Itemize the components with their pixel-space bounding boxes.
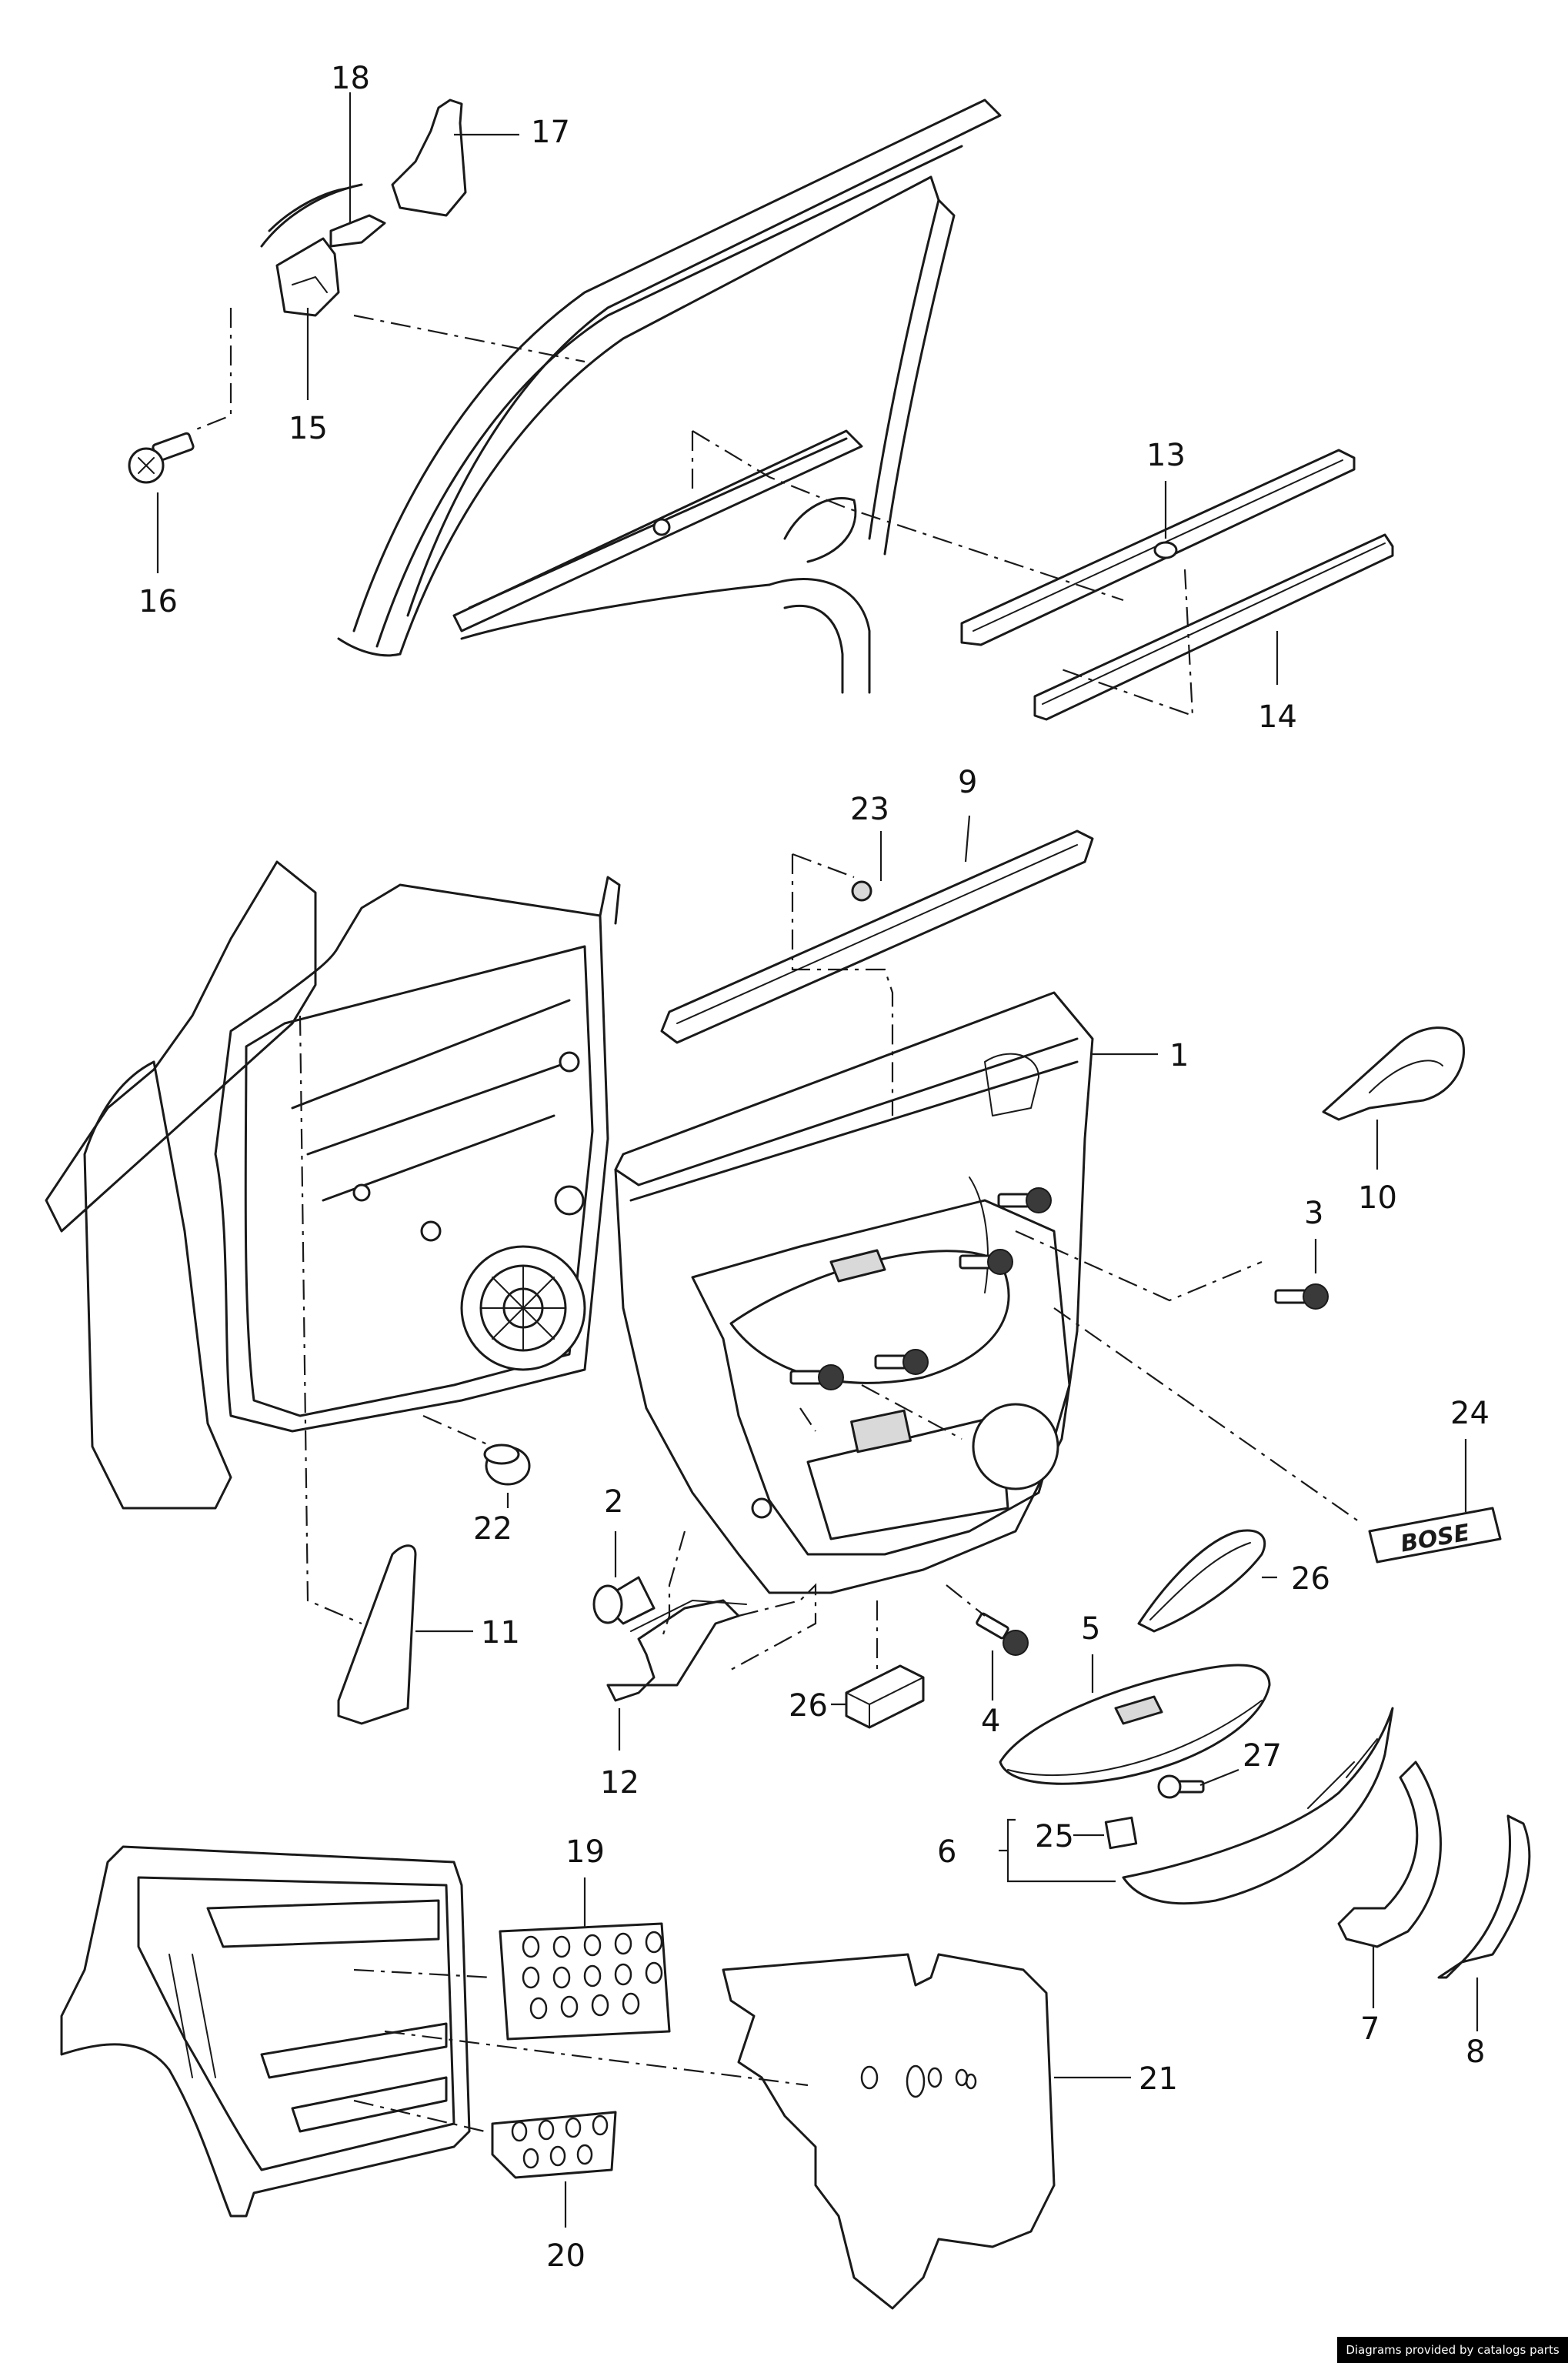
door-inner-structure [45,860,621,1510]
part-4-screw [976,1612,1029,1656]
callout-labels: 1 2 3 4 5 6 7 8 9 10 11 12 13 14 15 16 1… [138,61,1490,2274]
footer-credit: Diagrams provided by catalogs parts [1337,2337,1568,2363]
assembly-lines [192,308,1363,2133]
part-6-armrest-trim [1122,1707,1394,1905]
callout-25: 25 [1035,1819,1074,1854]
callout-11: 11 [481,1615,520,1650]
part-19-sound-pad [499,1922,671,2041]
part-20-sound-pad [491,2111,617,2179]
part-26-armrest-pad [1137,1529,1266,1633]
callout-16: 16 [138,584,178,619]
callout-27: 27 [1243,1738,1282,1774]
part-17-trim-cap [391,98,467,217]
callout-26-upper: 26 [1291,1561,1330,1597]
part-8-cover [1437,1814,1531,1979]
callout-24: 24 [1450,1396,1490,1431]
callout-20: 20 [546,2238,585,2274]
callout-18: 18 [331,61,370,96]
part-26-module [845,1664,925,1729]
part-2-clip [592,1576,656,1625]
callout-2: 2 [604,1484,623,1520]
part-14-window-seal-inner [1033,533,1394,721]
part-16-screw [128,432,195,484]
part-27-screw [1157,1774,1205,1799]
callout-6: 6 [937,1834,956,1870]
part-7-pull-handle [1337,1761,1442,1948]
callout-8: 8 [1466,2034,1485,2070]
callout-14: 14 [1258,699,1297,735]
part-11-corner-trim [337,1544,417,1725]
callout-9: 9 [958,765,977,800]
part-9-trim-strip [660,829,1094,1044]
callout-22: 22 [473,1511,512,1547]
part-1-door-trim-panel [614,991,1094,1594]
callout-3: 3 [1304,1196,1323,1231]
door-frame-upper [337,98,1002,694]
callout-21: 21 [1139,2061,1178,2097]
callout-26-lower: 26 [789,1688,828,1724]
part-12-bracket [606,1599,740,1702]
part-15-bracket [275,237,340,317]
callout-5: 5 [1081,1611,1100,1647]
part-23-clip [851,880,872,902]
part-24-bose-badge: BOSE [1368,1507,1502,1564]
callout-19: 19 [565,1834,605,1870]
part-25-pad [1104,1816,1138,1850]
callout-4: 4 [981,1704,1000,1739]
part-18-pad [329,214,386,248]
part-22-plug [483,1443,531,1486]
part-21-vapor-barrier [722,1953,1056,2310]
callout-13: 13 [1146,438,1186,473]
callout-17: 17 [531,115,570,150]
callout-1: 1 [1169,1038,1189,1073]
part-5-switch-panel [999,1664,1271,1785]
callout-12: 12 [600,1765,639,1801]
callout-15: 15 [289,411,328,446]
door-shell-lower [60,1845,471,2218]
part-3-screws [789,1187,1329,1390]
callout-10: 10 [1358,1180,1397,1216]
callout-7: 7 [1360,2011,1380,2047]
callout-23: 23 [850,792,889,827]
leader-lines [156,92,1479,2228]
